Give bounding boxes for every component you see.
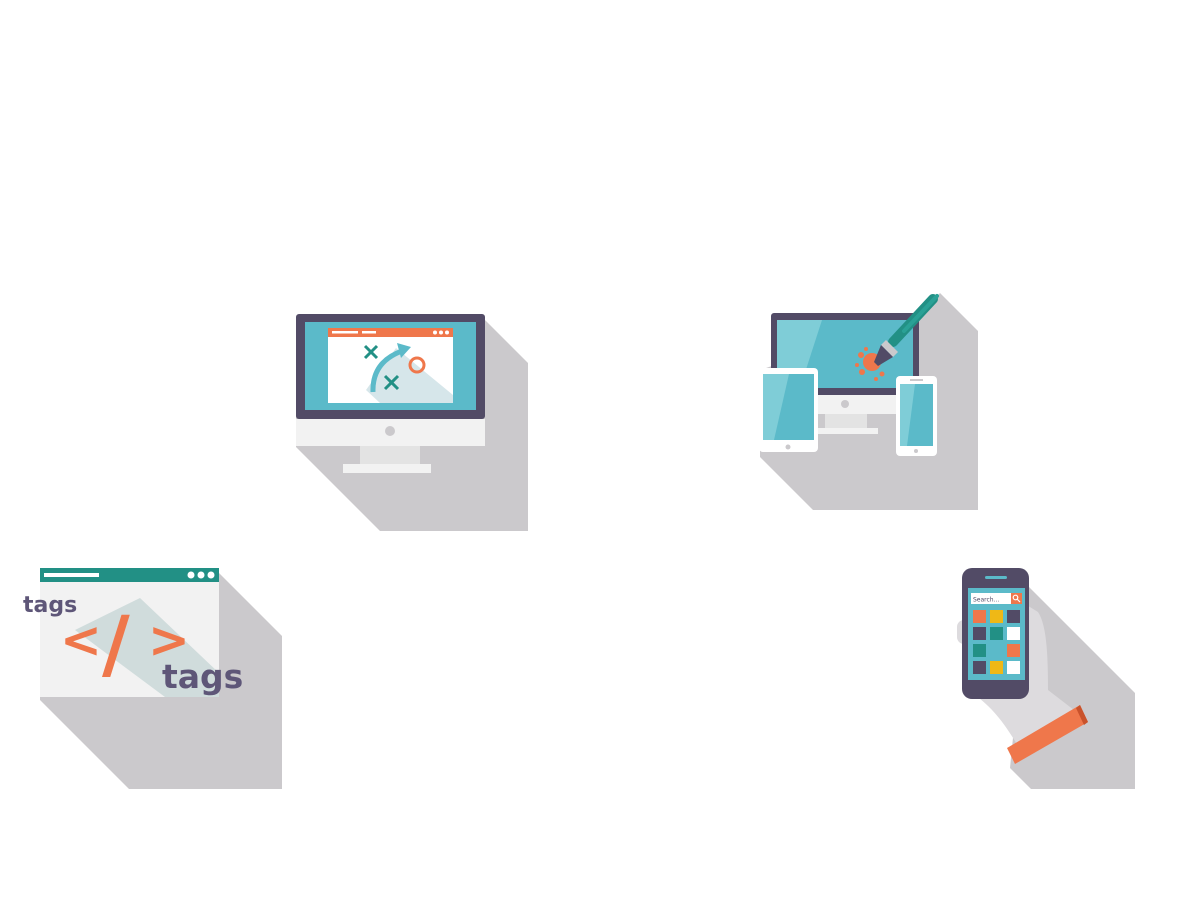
app-tile[interactable] — [1007, 661, 1020, 674]
tablet-glare — [763, 374, 789, 440]
tablet-home-button — [785, 444, 791, 450]
responsive-design-icon — [759, 293, 978, 510]
phone-glare — [900, 384, 915, 446]
titlebar-line — [332, 331, 358, 334]
tags-label-top: tags — [23, 593, 77, 618]
desktop-neck — [825, 414, 867, 428]
arrow-head-icon — [397, 343, 411, 358]
app-tile[interactable] — [973, 627, 986, 640]
strategy-monitor-icon — [296, 314, 528, 531]
app-tile[interactable] — [1007, 644, 1020, 657]
code-slash: / — [102, 599, 130, 688]
paintbrush-icon — [874, 294, 939, 366]
app-tile[interactable] — [1007, 610, 1020, 623]
code-window-titlebar — [40, 568, 219, 582]
magnifier-icon — [1012, 594, 1019, 601]
sleeve-cuff-edge — [1076, 705, 1088, 725]
app-tile[interactable] — [973, 644, 986, 657]
browser-titlebar — [328, 328, 453, 337]
magnifier-icon — [1016, 598, 1021, 603]
search-placeholder: Search... — [973, 597, 999, 604]
window-dot — [197, 571, 205, 579]
monitor-neck — [360, 446, 420, 464]
desktop-base — [816, 428, 878, 434]
window-dot — [445, 330, 449, 335]
mobile-app-hand-icon: Search... — [957, 568, 1135, 789]
x-mark-icon — [363, 344, 379, 360]
play-arrow-icon — [370, 348, 403, 393]
code-window-icon: < / > tags tags — [23, 568, 282, 789]
smartphone-speaker — [985, 576, 1007, 579]
close-bracket: > — [148, 611, 190, 669]
window-dot — [207, 571, 215, 579]
app-tile[interactable] — [990, 627, 1003, 640]
window-dot — [433, 330, 437, 335]
search-input[interactable] — [971, 593, 1011, 604]
monitor-base — [343, 464, 431, 473]
app-tile[interactable] — [973, 610, 986, 623]
search-button[interactable] — [1011, 593, 1022, 604]
monitor-power-dot — [385, 426, 395, 436]
tags-label-bottom: tags — [162, 657, 243, 696]
app-tile[interactable] — [973, 661, 986, 674]
phone-speaker — [910, 379, 923, 381]
window-dot — [187, 571, 195, 579]
app-tile[interactable] — [990, 644, 1003, 657]
desktop-power-dot — [841, 400, 849, 408]
phone-home-button — [914, 449, 918, 453]
sleeve-cuff — [1007, 705, 1088, 764]
o-mark-icon — [408, 356, 426, 374]
open-bracket: < — [60, 611, 102, 669]
titlebar-line — [362, 331, 376, 334]
code-inner-shadow — [75, 598, 219, 697]
app-tile[interactable] — [1007, 627, 1020, 640]
app-tile[interactable] — [990, 610, 1003, 623]
app-tile[interactable] — [990, 661, 1003, 674]
x-mark-icon — [383, 374, 400, 391]
app-grid — [973, 610, 1020, 674]
titlebar-line — [44, 573, 99, 577]
window-dot — [439, 330, 443, 335]
